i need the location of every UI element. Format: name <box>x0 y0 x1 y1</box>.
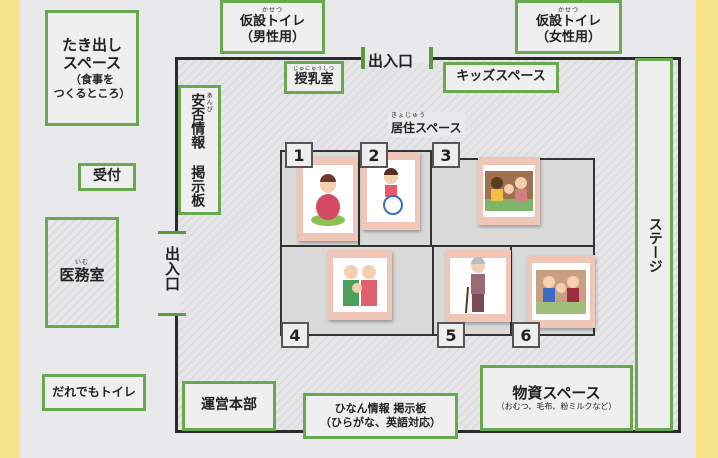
section-number: 1 <box>285 142 313 168</box>
supplies-sub: （おむつ、毛布、粉ミルクなど） <box>496 402 617 412</box>
furigana: あんぴ <box>205 92 213 113</box>
nursing-title: 授乳室 <box>294 71 334 87</box>
top-entrance-gap <box>362 55 432 63</box>
toilet-female-sub: （女性用） <box>535 30 601 45</box>
stage: ステージ <box>635 58 673 431</box>
elderly-man-icon <box>465 257 485 314</box>
section-number: 2 <box>360 142 388 168</box>
furigana: じゅにゅうしつ <box>293 65 335 72</box>
safety-board-title: 安否情報 掲示板 <box>189 93 206 207</box>
nursing-room: じゅにゅうしつ 授乳室 <box>284 61 344 94</box>
supplies-space: 物資スペース （おむつ、毛布、粉ミルクなど） <box>480 365 633 431</box>
section-number: 6 <box>512 322 540 348</box>
toilet-female: かせつ 仮設トイレ （女性用） <box>515 0 622 54</box>
pregnant-woman-icon <box>311 173 345 226</box>
cooking-line: スペース <box>62 54 122 73</box>
furigana: かせつ <box>557 6 579 14</box>
door-marker <box>429 47 433 69</box>
wheelchair-child-icon <box>383 168 403 215</box>
evac-board-title: ひなん情報 掲示板 <box>334 402 427 416</box>
furigana: いむ <box>74 259 89 267</box>
section-number: 3 <box>432 142 460 168</box>
stage-label: ステージ <box>646 216 663 273</box>
family-icon <box>536 269 586 314</box>
universal-toilet: だれでもトイレ <box>42 374 146 411</box>
toilet-male-sub: （男性用） <box>239 30 305 45</box>
operations-hq: 運営本部 <box>182 381 276 431</box>
card-foreign-family <box>478 157 540 225</box>
card-elderly-man <box>445 250 511 322</box>
cooking-line: （食事を <box>70 73 114 86</box>
living-space-label: きょじゅう 居住スペース <box>388 112 465 137</box>
door-marker <box>158 313 186 316</box>
toilet-male-title: 仮設トイレ <box>239 13 305 29</box>
card-family <box>527 255 595 328</box>
door-marker <box>361 47 365 69</box>
toilet-male: かせつ 仮設トイレ （男性用） <box>220 0 325 54</box>
section-number: 5 <box>437 322 465 348</box>
left-entrance-gap <box>171 232 181 316</box>
cooking-line: たき出し <box>61 35 122 54</box>
kids-space: キッズスペース <box>443 62 559 93</box>
cooking-space: たき出し スペース （食事を つくるところ） <box>45 10 139 126</box>
toilet-female-title: 仮設トイレ <box>535 13 601 29</box>
evac-board-sub: （ひらがな、英語対応） <box>320 416 441 429</box>
card-pregnant-woman <box>298 157 358 241</box>
entrance-left: 出入口 <box>163 246 181 291</box>
parents-with-baby-icon <box>343 265 377 306</box>
medical-title: 医務室 <box>59 266 105 285</box>
furigana: かせつ <box>261 6 283 14</box>
section-number: 4 <box>281 322 309 348</box>
supplies-title: 物資スペース <box>512 383 601 402</box>
reception: 受付 <box>78 163 136 191</box>
medical-room: いむ 医務室 <box>45 217 119 328</box>
entrance-top: 出入口 <box>368 52 414 70</box>
cooking-line: つくるところ） <box>53 86 131 100</box>
evacuation-info-board: ひなん情報 掲示板 （ひらがな、英語対応） <box>303 393 458 439</box>
furigana: きょじゅう <box>391 112 427 119</box>
card-parents-with-baby <box>328 250 392 320</box>
safety-info-board: 安否情報 掲示板 あんぴ <box>178 85 221 215</box>
door-marker <box>158 231 186 234</box>
living-title: 居住スペース <box>391 121 462 135</box>
foreign-family-icon <box>485 171 533 211</box>
